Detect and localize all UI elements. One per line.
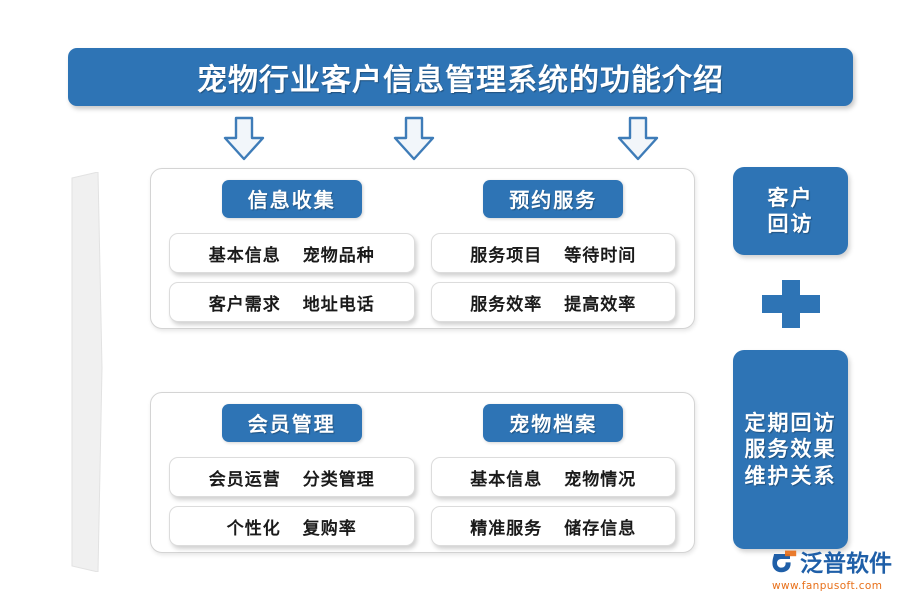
list-item[interactable]: 会员运营 分类管理 [169, 457, 415, 497]
item-label: 地址电话 [302, 294, 375, 315]
item-label: 基本信息 [208, 245, 281, 266]
item-label: 宠物品种 [302, 245, 375, 266]
item-label: 服务效率 [470, 294, 543, 315]
list-item[interactable]: 基本信息 宠物情况 [430, 457, 676, 497]
arrow-down-1-icon [222, 116, 266, 162]
panel-top-column-1: 信息收集 基本信息 宠物品种 客户需求 地址电话 [161, 180, 423, 322]
list-item[interactable]: 客户需求 地址电话 [169, 282, 415, 322]
item-label: 储存信息 [564, 518, 637, 539]
list-item[interactable]: 精准服务 储存信息 [430, 506, 676, 546]
panel-top-column-2: 预约服务 服务项目 等待时间 服务效率 提高效率 [423, 180, 685, 322]
item-label: 提高效率 [564, 294, 637, 315]
fanpu-mark-icon [772, 550, 797, 578]
panel-top: 信息收集 基本信息 宠物品种 客户需求 地址电话 预约服务 [150, 168, 695, 329]
left-brace-shape [68, 171, 108, 573]
item-label: 客户需求 [208, 294, 281, 315]
brand-name: 泛普软件 [800, 550, 892, 577]
item-label: 宠物情况 [564, 469, 637, 490]
list-item[interactable]: 个性化 复购率 [169, 506, 415, 546]
list-item[interactable]: 基本信息 宠物品种 [169, 233, 415, 273]
page-title-bar: 宠物行业客户信息管理系统的功能介绍 [68, 48, 853, 106]
panel-bottom-column-1: 会员管理 会员运营 分类管理 个性化 复购率 [161, 404, 423, 546]
item-label: 精准服务 [470, 518, 543, 539]
plus-icon [762, 280, 820, 328]
item-label: 会员运营 [208, 469, 281, 490]
side-box-dingqihuifang[interactable]: 定期回访 服务效果 维护关系 [733, 350, 848, 549]
section-chip-chongwudangan[interactable]: 宠物档案 [483, 404, 624, 442]
side-box-kehuhuifang[interactable]: 客户 回访 [733, 167, 848, 255]
item-label: 等待时间 [564, 245, 637, 266]
item-label: 个性化 [226, 518, 281, 539]
panel-bottom-column-2: 宠物档案 基本信息 宠物情况 精准服务 储存信息 [423, 404, 685, 546]
side-box-label: 定期回访 服务效果 维护关系 [744, 410, 837, 488]
item-label: 分类管理 [302, 469, 375, 490]
item-label: 服务项目 [470, 245, 543, 266]
page-title: 宠物行业客户信息管理系统的功能介绍 [197, 63, 724, 98]
brand-url: www.fanpusoft.com [772, 580, 883, 592]
panel-bottom: 会员管理 会员运营 分类管理 个性化 复购率 宠物档案 [150, 392, 695, 553]
section-chip-xinxishouji[interactable]: 信息收集 [221, 180, 362, 218]
section-chip-huiyuanguanli[interactable]: 会员管理 [221, 404, 362, 442]
section-chip-yuyuefuwu[interactable]: 预约服务 [483, 180, 624, 218]
item-label: 基本信息 [470, 469, 543, 490]
arrow-down-3-icon [616, 116, 660, 162]
side-box-label: 客户 回访 [767, 184, 814, 236]
list-item[interactable]: 服务项目 等待时间 [430, 233, 676, 273]
brand-logo: 泛普软件 www.fanpusoft.com [772, 550, 892, 592]
item-label: 复购率 [302, 518, 357, 539]
list-item[interactable]: 服务效率 提高效率 [430, 282, 676, 322]
arrow-down-2-icon [392, 116, 436, 162]
